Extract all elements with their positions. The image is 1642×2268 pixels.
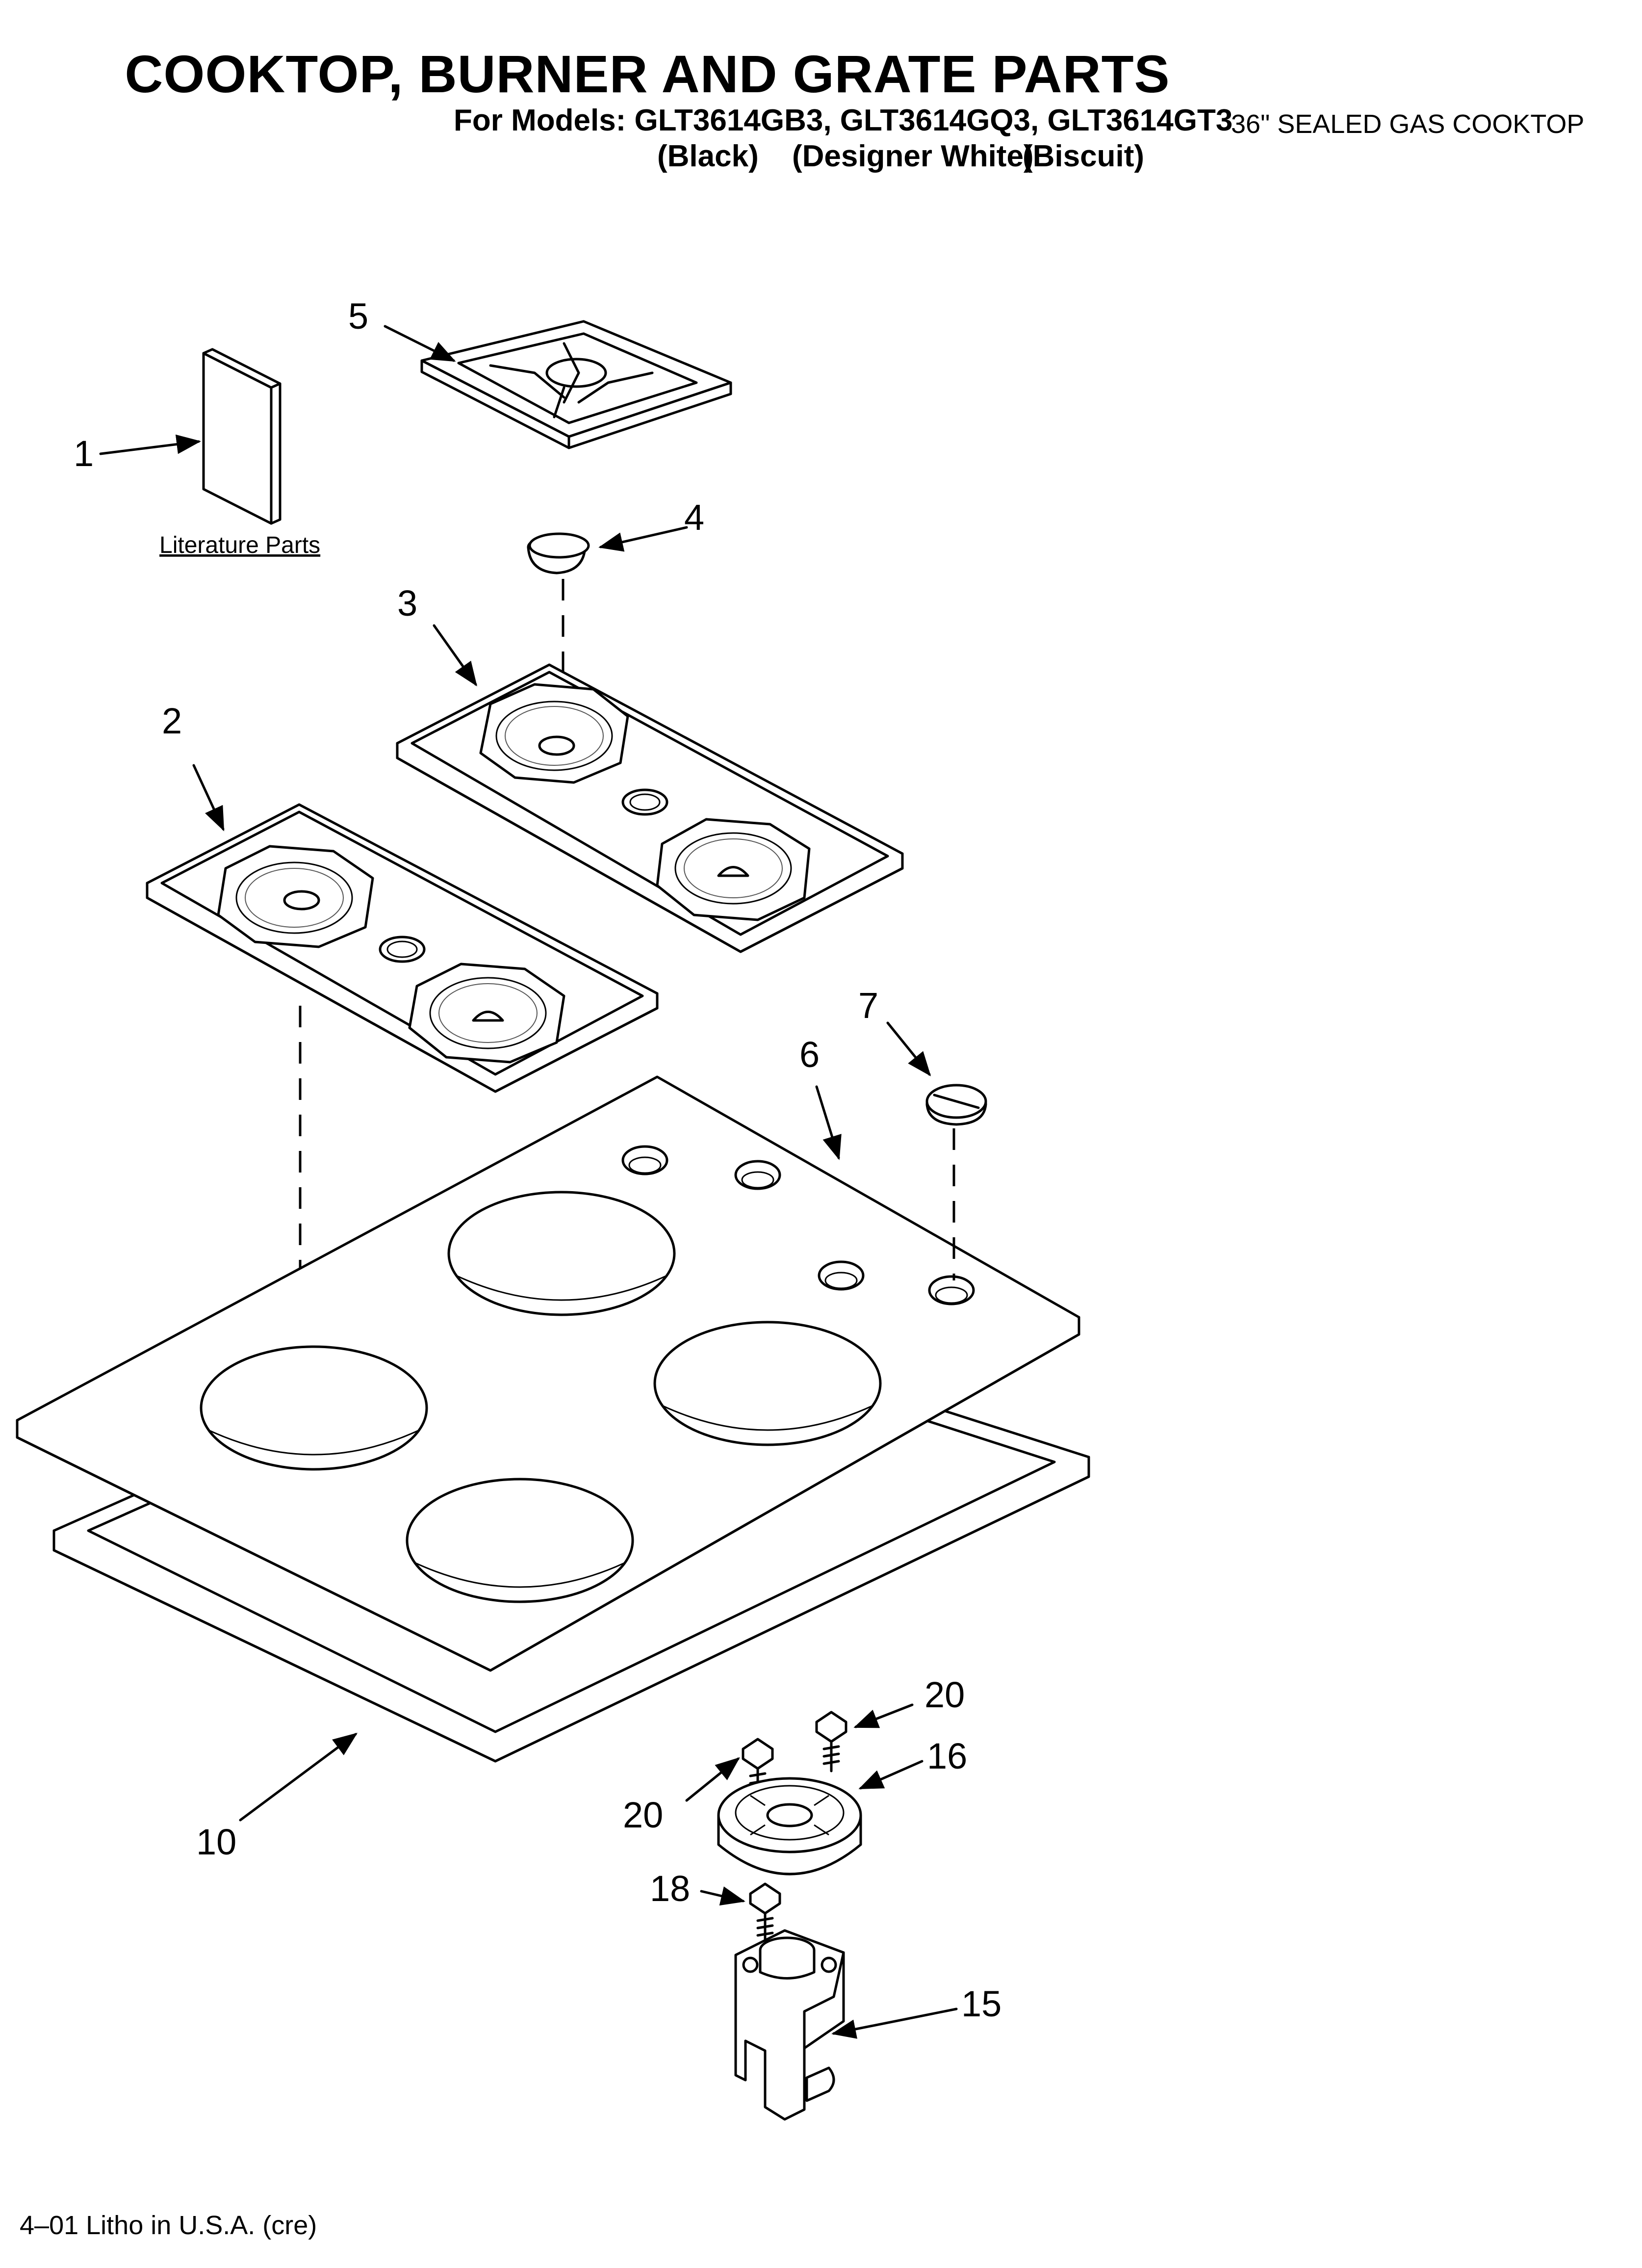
callout-18: 18 [650,1868,690,1909]
footer-print-info: 4–01 Litho in U.S.A. (cre) [20,2211,317,2240]
screw-lower [749,1882,781,1944]
burner-base [717,1777,862,1876]
burner-panel-rear [396,663,904,953]
leader-2 [192,764,225,832]
leader-6 [815,1085,842,1160]
control-knob [925,1084,987,1126]
leader-10 [239,1733,358,1822]
variant-designer-white: (Designer White) [792,139,1034,173]
callout-20-left: 20 [623,1795,663,1835]
callout-6: 6 [799,1034,820,1075]
leader-1 [99,434,201,455]
leader-4 [598,526,688,552]
leader-16 [858,1760,924,1790]
callout-1: 1 [74,433,94,474]
callout-4: 4 [684,497,704,538]
burner-grate [420,320,732,449]
leader-20-right [853,1703,914,1728]
orifice-holder [734,1929,845,2121]
model-list: For Models: GLT3614GB3, GLT3614GQ3, GLT3… [454,104,1233,137]
leader-15 [831,2007,958,2039]
leader-18 [700,1886,745,1906]
burner-cap [527,532,590,574]
leader-3 [433,624,477,687]
leader-5 [384,325,456,362]
callout-16: 16 [927,1736,967,1776]
callout-3: 3 [397,583,417,624]
callout-20-right: 20 [924,1674,965,1715]
callout-10: 10 [196,1822,236,1862]
variant-black: (Black) [657,139,759,173]
callout-15: 15 [961,1983,1001,2024]
callout-2: 2 [162,701,182,741]
literature-parts: Literature Parts [159,348,320,558]
literature-parts-label: Literature Parts [159,532,320,558]
callout-5: 5 [348,296,368,337]
cooktop-subtitle: 36" SEALED GAS COOKTOP [1231,109,1585,139]
callout-7: 7 [858,985,878,1026]
page-title: COOKTOP, BURNER AND GRATE PARTS [125,44,1170,104]
leader-20-left [685,1757,740,1802]
variant-biscuit: (Biscuit) [1023,139,1144,173]
screw-right [815,1711,847,1773]
leader-7 [886,1021,931,1076]
cooktop-surface [16,1075,1080,1672]
burner-panel-front [146,803,659,1093]
